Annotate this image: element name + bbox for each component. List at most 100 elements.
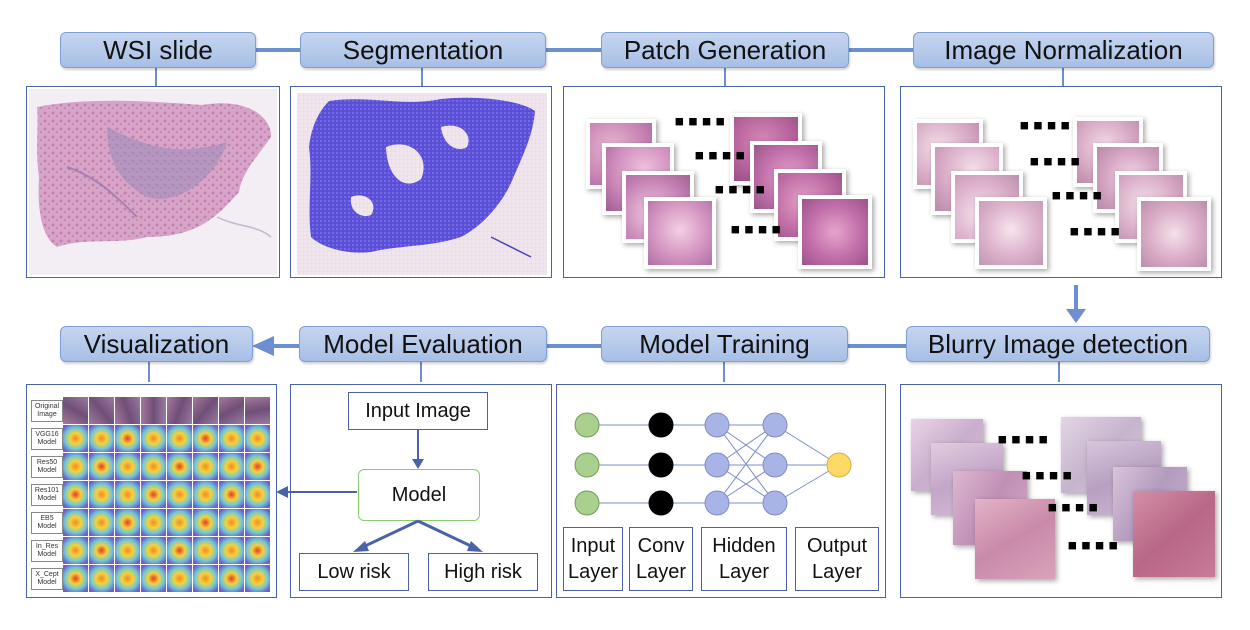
heatmap-cell [141,565,166,592]
heatmap-cell [167,537,192,564]
ellipsis-dots: ▪▪▪▪ [1067,529,1122,562]
heatmap-cell [193,425,218,452]
arrow-to-visualization [252,336,274,356]
step-label: WSI slide [103,34,213,65]
ellipsis-dots: ▪▪▪▪ [1029,145,1084,178]
nn-hidden-node [762,452,788,478]
step-model-evaluation: Model Evaluation [299,326,547,362]
heatmap-cell [63,453,88,480]
heatmap-cell [167,509,192,536]
step-wsi-slide: WSI slide [60,32,256,68]
panel-wsi-slide [26,86,280,278]
step-label: Model Training [639,328,810,359]
heatmap-cell [245,537,270,564]
heatmap-cell [141,509,166,536]
step-image-normalization: Image Normalization [913,32,1214,68]
heatmap-cell [63,397,88,424]
model-label: Model [391,483,447,506]
heatmap-cell [193,397,218,424]
connector-model-vis [286,491,357,493]
step-segmentation: Segmentation [300,32,546,68]
heatmap-cell [219,509,244,536]
step-label: Blurry Image detection [927,328,1189,359]
heatmap-cell [193,481,218,508]
step-blurry-image-detection: Blurry Image detection [906,326,1210,362]
tick-seg [421,68,423,88]
nn-input-node [574,452,600,478]
heatmap-cell [245,481,270,508]
arrow-down-to-blurry [1066,285,1086,323]
step-label: Patch Generation [623,34,827,65]
tick-eval [420,362,422,382]
heatmap-cell [115,481,140,508]
panel-segmentation [290,86,552,278]
heatmap-cell [141,397,166,424]
heatmap-cell [115,537,140,564]
ellipsis-dots: ▪▪▪▪ [1019,109,1074,142]
connector-seg-patch [545,48,603,52]
tick-vis [148,362,150,382]
input-image-box: Input Image [348,392,488,430]
ellipsis-dots: ▪▪▪▪ [694,139,749,172]
nn-hidden-node [704,452,730,478]
heatmap-cell [89,537,114,564]
panel-patch-generation: ▪▪▪▪ ▪▪▪▪ ▪▪▪▪ ▪▪▪▪ [563,86,885,278]
layer-label-output: Output Layer [806,535,868,583]
step-label: Model Evaluation [323,328,523,359]
heatmap-cell [219,397,244,424]
heatmap-cell [115,425,140,452]
heatmap-cell [141,481,166,508]
step-patch-generation: Patch Generation [601,32,849,68]
heatmap-cell [63,425,88,452]
step-label: Image Normalization [944,34,1183,65]
input-image-label: Input Image [365,399,471,422]
layer-box-input: Input Layer [563,527,623,591]
step-model-training: Model Training [601,326,848,362]
heatmap-cell [89,509,114,536]
normalized-patch-thumbnail [1137,197,1211,271]
heatmap-cell [89,425,114,452]
ellipsis-dots: ▪▪▪▪ [1069,215,1124,248]
connector-eval-train [547,344,602,348]
heatmap-row-label: Res101 Model [31,484,63,506]
heatmap-row-label: VGG16 Model [31,428,63,450]
heatmap-cell [63,565,88,592]
ellipsis-dots: ▪▪▪▪ [997,423,1052,456]
layer-box-conv: Conv Layer [629,527,693,591]
heatmap-cell [89,565,114,592]
ellipsis-dots: ▪▪▪▪ [674,105,729,138]
heatmap-cell [245,397,270,424]
nn-output-node [826,452,852,478]
tick-blurry [1058,362,1060,382]
heatmap-cell [219,481,244,508]
heatmap-cell [193,565,218,592]
tick-patch [724,68,726,88]
heatmap-cell [219,453,244,480]
nn-input-node [574,490,600,516]
nn-connection [774,424,840,466]
heatmap-cell [89,453,114,480]
heatmap-cell [193,537,218,564]
connector-wsi-seg [255,48,300,52]
tick-norm [1062,68,1064,88]
patch-thumbnail [644,197,716,269]
heatmap-cell [89,397,114,424]
ellipsis-dots: ▪▪▪▪ [1047,491,1102,524]
layer-label-input: Input Layer [567,535,619,583]
heatmap-cell [89,481,114,508]
heatmap-cell [193,509,218,536]
heatmap-grid [63,397,273,593]
arrow-model-to-visualization [276,486,288,498]
heatmap-cell [115,509,140,536]
low-risk-box: Low risk [299,553,409,591]
heatmap-cell [245,509,270,536]
nn-hidden-node [704,412,730,438]
blurry-patch-thumbnail [1133,491,1215,577]
tick-train [723,362,725,382]
nn-conv-node [648,490,674,516]
nn-hidden-node [762,490,788,516]
heatmap-row-label: Res50 Model [31,456,63,478]
step-visualization: Visualization [60,326,253,362]
